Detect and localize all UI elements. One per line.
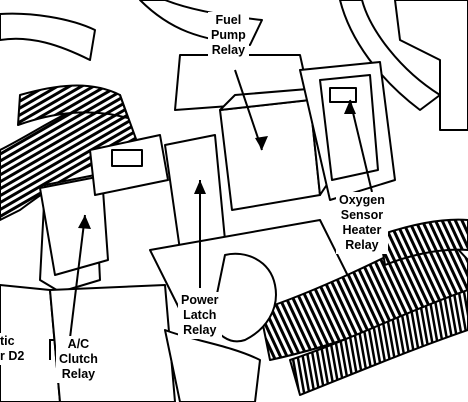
ac-clutch-relay-body: [39, 175, 109, 276]
connector-slot-right: [329, 87, 357, 103]
leader-fuel-pump-relay: [234, 69, 263, 151]
partial-left-label: tic r D2: [0, 333, 28, 365]
fuel-pump-relay-label: Fuel Pump Relay: [208, 12, 249, 59]
upper-left-hose: [0, 12, 96, 61]
leader-ac-clutch-relay: [69, 214, 86, 339]
oxygen-sensor-hose: [379, 218, 468, 266]
front-corrugated-hose: [289, 289, 468, 396]
connector-slot: [111, 149, 143, 167]
right-bracket: [394, 0, 468, 131]
lower-left-panel: [0, 284, 61, 402]
power-latch-relay-label: Power Latch Relay: [178, 292, 222, 339]
wiring-harness: [211, 252, 277, 343]
ac-clutch-relay-label: A/C Clutch Relay: [56, 336, 101, 383]
leader-oxygen-sensor-relay: [349, 99, 373, 193]
fuel-pump-relay-body: [219, 99, 321, 211]
lower-corrugated-hose: [259, 229, 468, 361]
oxygen-sensor-heater-relay-label: Oxygen Sensor Heater Relay: [336, 192, 388, 254]
